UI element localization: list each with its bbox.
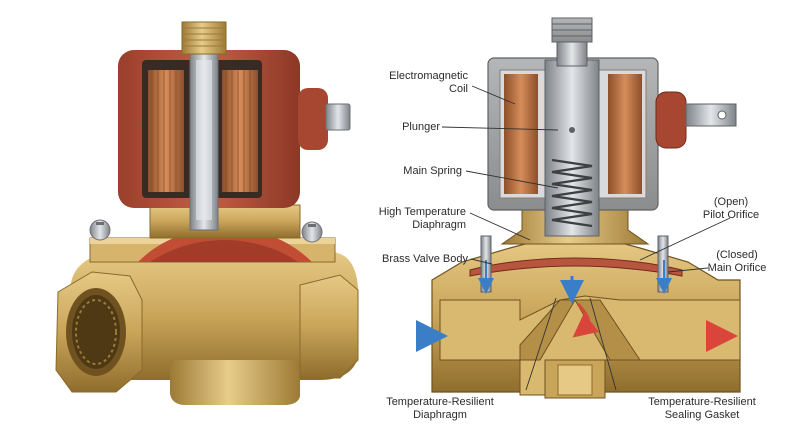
label-brass-valve-body: Brass Valve Body bbox=[362, 253, 468, 266]
label-main-orifice: (Closed)Main Orifice bbox=[696, 249, 778, 275]
label-main-spring: Main Spring bbox=[380, 165, 462, 178]
label-plunger: Plunger bbox=[380, 121, 440, 134]
valve-3d-cutaway bbox=[56, 22, 358, 405]
label-pilot-orifice: (Open)Pilot Orifice bbox=[690, 196, 772, 222]
